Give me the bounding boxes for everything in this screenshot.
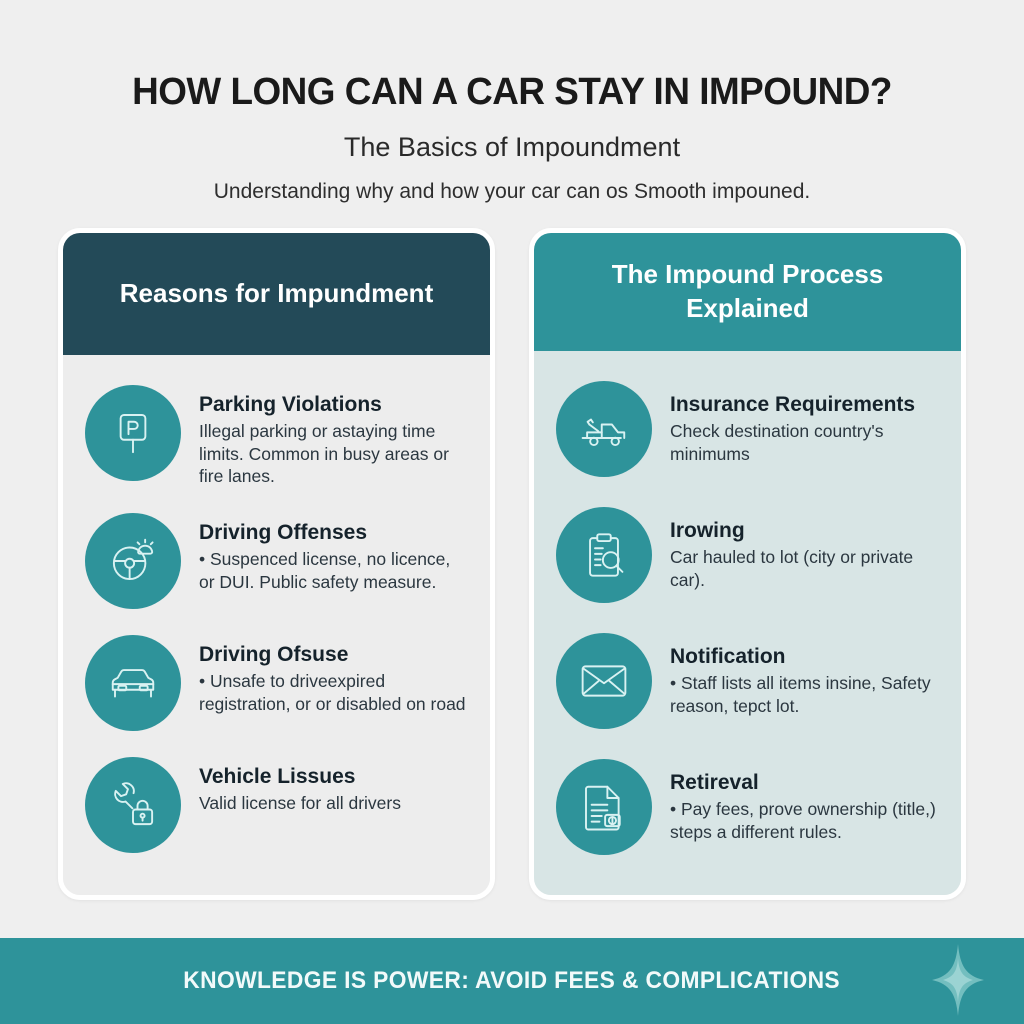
list-item-desc: • Unsafe to driveexpired registration, o… [199,671,466,714]
sparkle-icon [930,944,986,1016]
list-item-title: Notification [670,645,786,669]
document-dollar-icon [556,759,652,856]
list-item-text: Driving Ofsuse • Unsafe to driveexpired … [199,635,468,715]
list-item-text: Irowing Car hauled to lot (city or priva… [670,507,939,591]
list-item-desc: • Suspenced license, no licence, or DUI.… [199,549,451,592]
list-item: Parking Violations Illegal parking or as… [85,385,468,487]
list-item-text: Insurance Requirements Check destination… [670,381,939,465]
card-header-right: The Impound Process Explained [534,233,961,352]
footer-text: KNOWLEDGE IS POWER: AVOID FEES & COMPLIC… [183,967,841,994]
car-front-icon [85,635,181,732]
card-header-left: Reasons for Impundment [63,233,490,356]
list-item-desc: Valid license for all drivers [199,793,401,814]
list-item-text: Notification • Staff lists all items ins… [670,633,939,717]
card-title-right: The Impound Process Explained [611,259,884,324]
page-header: HOW LONG CAN A CAR STAY IN IMPOUND? The … [0,0,1024,204]
wrench-lock-icon [85,757,181,854]
list-item: Insurance Requirements Check destination… [556,381,939,478]
steering-wheel-siren-icon [85,513,181,610]
list-item: Notification • Staff lists all items ins… [556,633,939,730]
envelope-icon [556,633,652,730]
list-item-title: Vehicle Lissues [199,765,356,789]
list-item-title: Irowing [670,519,745,543]
card-the-impound-process-explained: The Impound Process Explained In [529,228,966,901]
list-item-title: Driving Ofsuse [199,643,349,667]
list-item-title: Parking Violations [199,393,382,417]
list-item: Driving Ofsuse • Unsafe to driveexpired … [85,635,468,732]
tow-truck-icon [556,381,652,478]
list-item-text: Retireval • Pay fees, prove ownership (t… [670,759,939,843]
list-item: Vehicle Lissues Valid license for all dr… [85,757,468,854]
cards-container: Reasons for Impundment Parking Violation… [0,228,1024,901]
card-body-left: Parking Violations Illegal parking or as… [63,355,490,896]
list-item-desc: Check destination country's minimums [670,421,884,464]
list-item-text: Vehicle Lissues Valid license for all dr… [199,757,401,815]
parking-sign-icon [85,385,181,482]
list-item-title: Insurance Requirements [670,393,916,417]
list-item: Retireval • Pay fees, prove ownership (t… [556,759,939,856]
list-item-desc: • Staff lists all items insine, Safety r… [670,673,931,716]
list-item-title: Driving Offenses [199,521,368,545]
list-item-desc: Illegal parking or astaying time limits.… [199,421,449,486]
card-body-right: Insurance Requirements Check destination… [534,351,961,896]
list-item-text: Parking Violations Illegal parking or as… [199,385,468,487]
list-item: Irowing Car hauled to lot (city or priva… [556,507,939,604]
card-title-left: Reasons for Impundment [119,278,434,309]
list-item: Driving Offenses • Suspenced license, no… [85,513,468,610]
footer-banner: KNOWLEDGE IS POWER: AVOID FEES & COMPLIC… [0,938,1024,1024]
list-item-desc: Car hauled to lot (city or private car). [670,547,914,590]
page-subtitle: The Basics of Impoundment [343,131,681,162]
page-title: HOW LONG CAN A CAR STAY IN IMPOUND? [132,71,892,113]
card-reasons-for-impoundment: Reasons for Impundment Parking Violation… [58,228,495,901]
list-item-title: Retireval [670,771,759,795]
list-item-desc: • Pay fees, prove ownership (title,) ste… [670,799,936,842]
list-item-text: Driving Offenses • Suspenced license, no… [199,513,468,593]
page-tagline: Understanding why and how your car can o… [213,179,811,203]
clipboard-search-icon [556,507,652,604]
